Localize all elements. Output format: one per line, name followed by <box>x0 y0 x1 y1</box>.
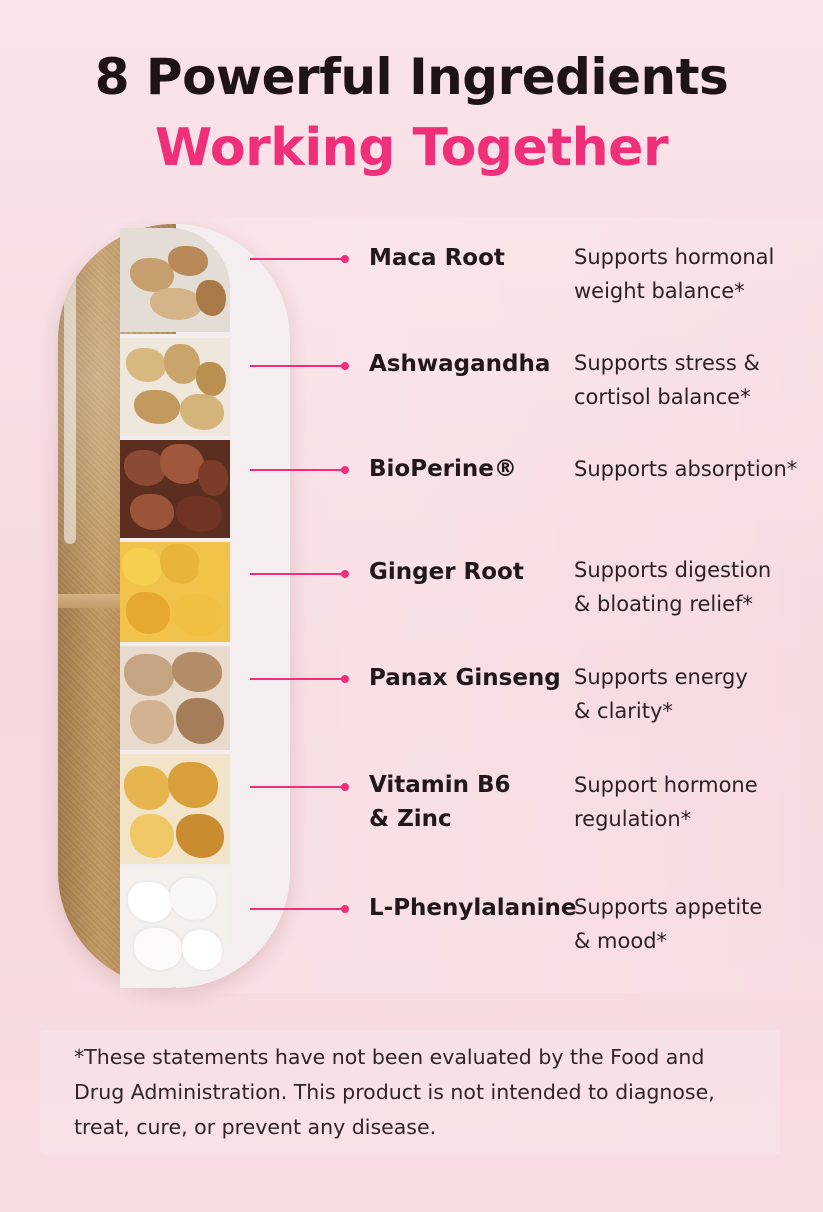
ingredient-benefit: Supports appetite & mood* <box>574 895 763 953</box>
ingredient-benefit: Supports energy & clarity* <box>574 665 748 723</box>
headline-line-2: Working Together <box>154 118 669 178</box>
headline-line-1: 8 Powerful Ingredients <box>94 48 729 106</box>
ingredient-name: Ashwagandha <box>369 351 551 377</box>
maca-root-icon <box>120 228 230 332</box>
leader-line-maca <box>250 258 344 260</box>
leader-line-phenylalanine <box>250 908 344 910</box>
ingredient-name: Vitamin B6 & Zinc <box>369 772 511 832</box>
leader-dot-ginseng <box>341 675 349 683</box>
capsule-gloss <box>64 264 76 544</box>
ingredient-benefit: Supports absorption* <box>574 457 798 481</box>
leader-line-b6-zinc <box>250 786 344 788</box>
leader-dot-bioperine <box>341 466 349 474</box>
leader-dot-ashwagandha <box>341 362 349 370</box>
leader-line-bioperine <box>250 469 344 471</box>
l-phenylalanine-icon <box>120 864 230 988</box>
leader-line-ashwagandha <box>250 365 344 367</box>
disclaimer-box <box>40 1030 780 1155</box>
leader-dot-ginger <box>341 570 349 578</box>
vitamin-b6-zinc-icon <box>120 750 230 866</box>
ginger-root-icon <box>120 538 230 644</box>
ingredient-name: L-Phenylalanine <box>369 895 577 921</box>
ingredient-benefit: Support hormone regulation* <box>574 773 758 831</box>
ingredient-name: Panax Ginseng <box>369 665 561 691</box>
panax-ginseng-icon <box>120 642 230 752</box>
ashwagandha-icon <box>120 334 230 438</box>
ingredient-name: BioPerine® <box>369 456 517 482</box>
ingredient-benefit: Supports hormonal weight balance* <box>574 245 775 303</box>
leader-dot-maca <box>341 255 349 263</box>
fda-disclaimer: *These statements have not been evaluate… <box>74 1045 715 1139</box>
leader-line-ginger <box>250 573 344 575</box>
leader-dot-b6-zinc <box>341 783 349 791</box>
ingredient-name: Maca Root <box>369 245 505 271</box>
bioperine-icon <box>120 436 230 540</box>
leader-dot-phenylalanine <box>341 905 349 913</box>
leader-line-ginseng <box>250 678 344 680</box>
ingredient-name: Ginger Root <box>369 559 524 585</box>
ingredient-benefit: Supports digestion & bloating relief* <box>574 558 772 616</box>
ingredient-benefit: Supports stress & cortisol balance* <box>574 351 760 409</box>
